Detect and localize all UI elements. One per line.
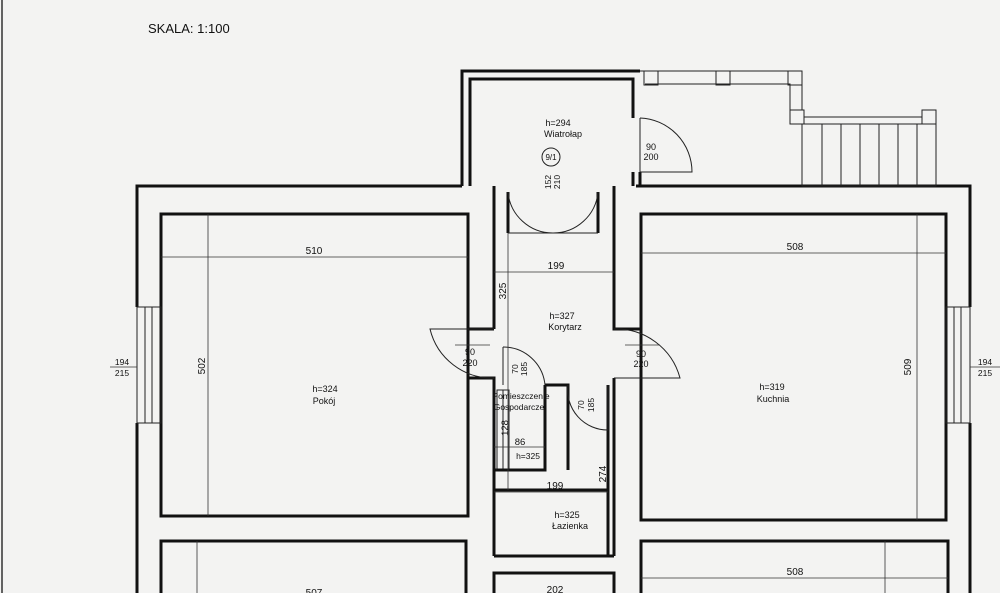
dim-right-window-h: 215	[978, 368, 992, 378]
dim-left-window-w: 194	[115, 357, 129, 367]
dim-left-door-w: 90	[465, 347, 475, 357]
door-entrance	[639, 117, 693, 173]
dim-pokoj-height: 502	[197, 357, 208, 374]
outer-walls	[135, 69, 972, 593]
dim-korytarz-width: 199	[548, 261, 565, 272]
kuchnia-name: Kuchnia	[757, 394, 790, 404]
dim-pom-door-h: 185	[519, 362, 529, 376]
interior-walls	[468, 186, 641, 558]
dim-left-window-h: 215	[115, 368, 129, 378]
dim-pomieszczenie-height: 128	[500, 420, 511, 436]
kuchnia-height: h=319	[759, 382, 784, 392]
dim-entrance-door-h: 200	[643, 152, 658, 162]
dim-pokoj-width: 510	[306, 246, 323, 257]
dim-right-door-w: 90	[636, 349, 646, 359]
window-right	[945, 306, 1000, 424]
dim-lazienka-height: 274	[598, 465, 609, 482]
korytarz-height: h=327	[549, 311, 574, 321]
window-left	[110, 306, 162, 424]
dim-pomieszczenie-width: 86	[515, 437, 526, 448]
room-kuchnia	[639, 212, 948, 522]
wiatrolap-height: h=294	[545, 118, 570, 128]
bottom-rooms	[159, 539, 950, 593]
door-pomieszczenie	[502, 346, 546, 386]
dim-korytarz-height: 325	[498, 282, 509, 299]
pokoj-height: h=324	[312, 384, 337, 394]
dim-right-door-h: 220	[633, 359, 648, 369]
dim-entrance-door-w: 90	[646, 142, 656, 152]
dim-bottom-center-width: 202	[547, 585, 564, 593]
pomieszczenie-height: h=325	[516, 451, 540, 461]
scale-label: SKALA: 1:100	[148, 21, 230, 36]
dim-wiatrolap-door-w: 152	[543, 175, 553, 189]
door-wiatrolap	[507, 191, 599, 234]
dim-laz-door-h: 185	[586, 398, 596, 412]
pomieszczenie-name-2: Gospodarcze	[494, 402, 545, 412]
dim-right-window-w: 194	[978, 357, 992, 367]
dim-laz-door-w: 70	[576, 400, 586, 410]
lazienka-height: h=325	[554, 510, 579, 520]
dimension-lines	[161, 214, 948, 593]
lazienka-name: Łazienka	[552, 521, 588, 531]
dim-bottom-right-width: 508	[787, 567, 804, 578]
dim-kuchnia-height: 509	[903, 358, 914, 375]
door-lazienka	[567, 384, 609, 431]
level-marker-text: 9/1	[545, 153, 557, 162]
dim-left-door-h: 220	[462, 358, 477, 368]
dim-kuchnia-width: 508	[787, 242, 804, 253]
door-right	[613, 328, 681, 379]
pomieszczenie-name-1: Pomieszczenie	[492, 391, 549, 401]
dim-lazienka-width: 199	[547, 481, 564, 492]
stairs	[801, 110, 937, 187]
dim-wiatrolap-door-h: 210	[552, 175, 562, 189]
door-left	[429, 328, 495, 379]
level-marker	[541, 147, 561, 167]
dim-bottom-left-width: 507	[306, 588, 323, 593]
dim-pom-door-w: 70	[510, 364, 520, 374]
pokoj-name: Pokój	[313, 396, 336, 406]
wiatrolap-name: Wiatrołap	[544, 129, 582, 139]
korytarz-name: Korytarz	[548, 322, 582, 332]
